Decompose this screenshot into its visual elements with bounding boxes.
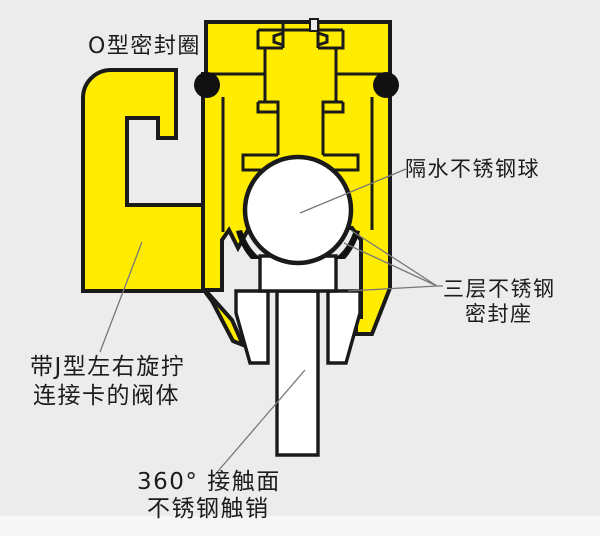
stem-top-slit — [309, 18, 319, 32]
valve-body-tail — [204, 285, 247, 349]
background-bottom-strip — [0, 516, 600, 536]
leader-body — [99, 241, 143, 353]
label-seat-line2: 密封座 — [465, 302, 533, 326]
seal-wedge-left — [236, 230, 262, 259]
seal-wedge-right — [334, 230, 360, 259]
label-seat-line1: 三层不锈钢 — [443, 277, 556, 301]
contact-pin — [275, 289, 320, 457]
steel-ball — [242, 154, 354, 266]
label-body-line1: 带J型左右旋拧 — [30, 354, 185, 380]
internal-part-lines — [206, 22, 390, 232]
label-pin-line1: 360° 接触面 — [137, 469, 281, 495]
o-ring-right — [373, 72, 399, 98]
label-pin-line2: 不锈钢触销 — [147, 496, 270, 522]
leader-pin — [212, 369, 306, 478]
o-ring-left — [194, 72, 220, 98]
valve-body-left-clip — [81, 68, 207, 293]
leader-ball — [299, 168, 407, 214]
label-body-line2: 连接卡的阀体 — [33, 383, 180, 409]
label-ball: 隔水不锈钢球 — [405, 157, 540, 181]
leader-seat — [343, 230, 443, 292]
label-o-ring: O型密封圈 — [88, 34, 201, 59]
